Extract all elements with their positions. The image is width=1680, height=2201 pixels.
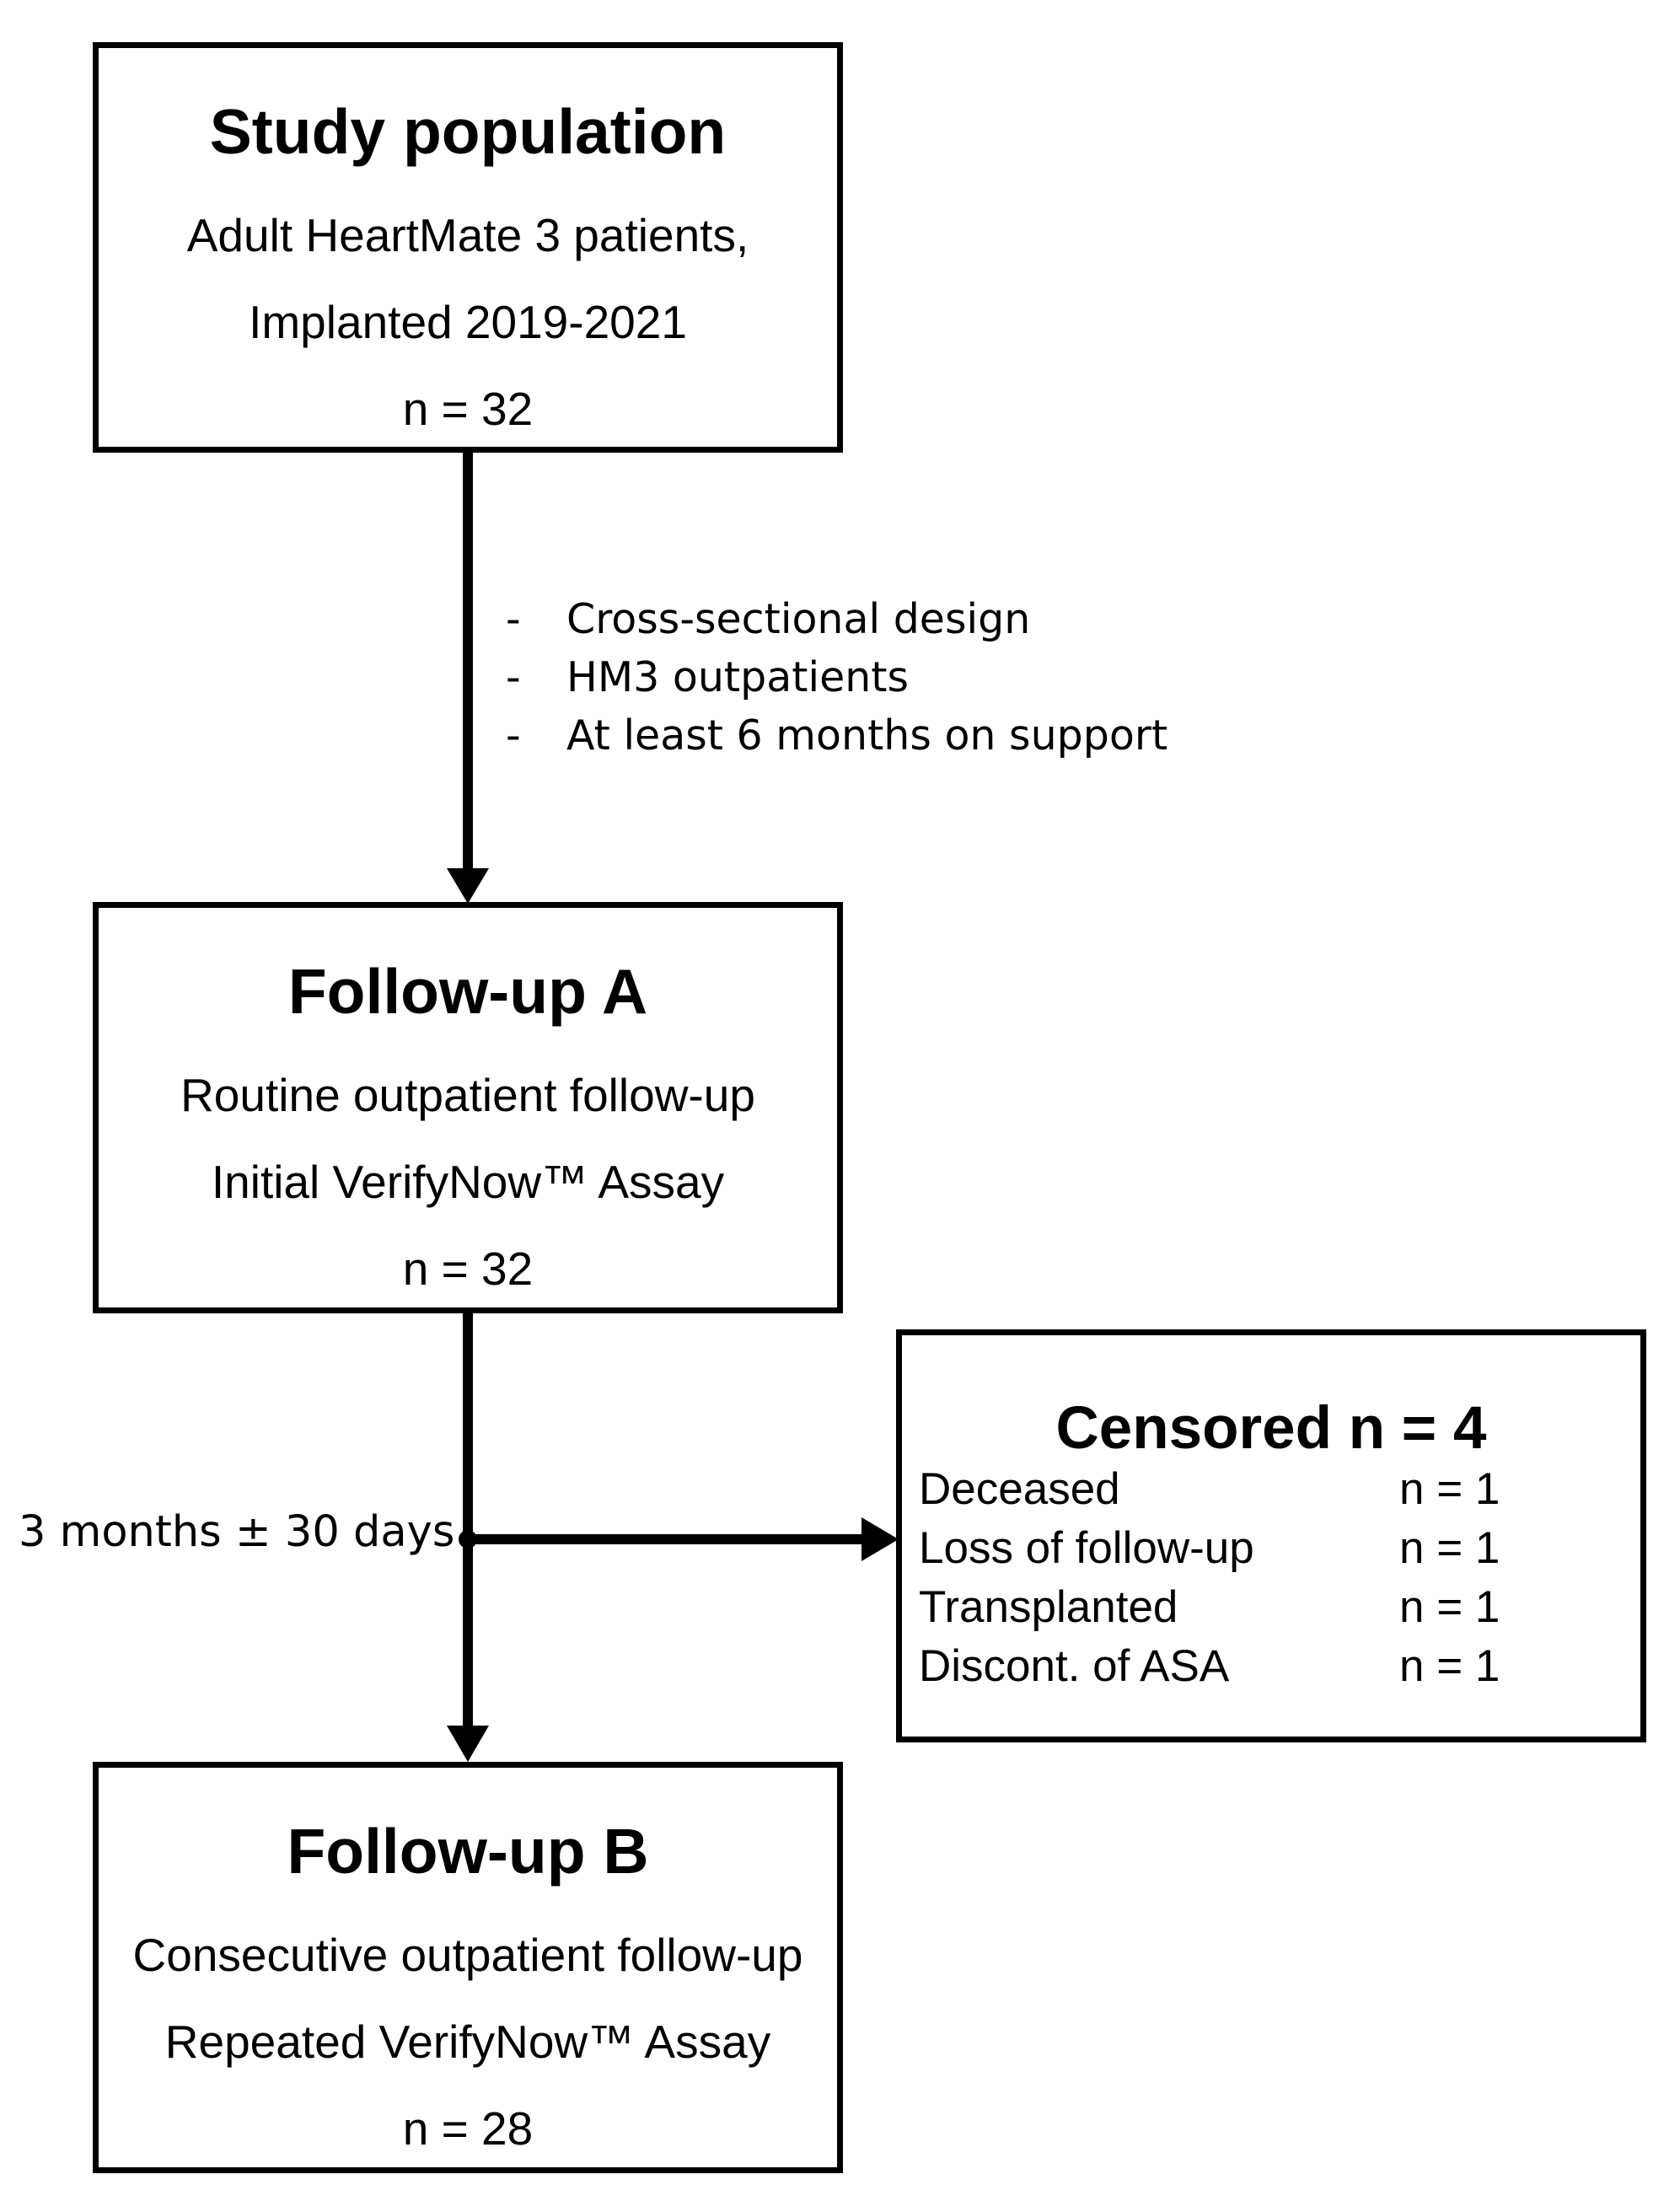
criteria-list: -Cross-sectional design -HM3 outpatients… <box>506 590 1167 765</box>
follow-up-a-n: n = 32 <box>402 1243 534 1295</box>
follow-up-b-line2: Repeated VerifyNow™ Assay <box>164 2016 771 2068</box>
follow-up-b-box: Follow-up B Consecutive outpatient follo… <box>93 1762 843 2173</box>
criteria-item: -Cross-sectional design <box>506 595 1031 643</box>
censored-count: n = 1 <box>1399 1464 1500 1514</box>
criteria-item: -At least 6 months on support <box>506 711 1168 760</box>
interval-label: 3 months ± 30 days <box>19 1507 455 1557</box>
arrowhead-follow-a <box>447 868 489 904</box>
censored-reason: Deceased <box>919 1464 1120 1514</box>
censored-reason: Loss of follow-up <box>919 1523 1254 1573</box>
follow-up-b-line1: Consecutive outpatient follow-up <box>132 1929 803 1981</box>
study-population-n: n = 32 <box>402 383 534 435</box>
follow-up-b-n: n = 28 <box>402 2102 534 2155</box>
arrowhead-censored <box>861 1517 899 1561</box>
study-population-line1: Adult HeartMate 3 patients, <box>186 209 749 261</box>
arrowhead-follow-b <box>447 1726 489 1762</box>
study-population-title: Study population <box>209 96 727 167</box>
criteria-item: -HM3 outpatients <box>506 653 910 701</box>
censored-count: n = 1 <box>1399 1582 1500 1632</box>
censored-box: Censored n = 4 Deceased n = 1 Loss of fo… <box>896 1329 1646 1742</box>
follow-up-a-box: Follow-up A Routine outpatient follow-up… <box>93 902 843 1313</box>
censored-count: n = 1 <box>1399 1523 1500 1573</box>
follow-up-a-line2: Initial VerifyNow™ Assay <box>211 1156 725 1208</box>
censored-count: n = 1 <box>1399 1641 1500 1691</box>
censored-reason: Discont. of ASA <box>919 1641 1230 1691</box>
study-population-line2: Implanted 2019-2021 <box>249 296 687 348</box>
follow-up-a-title: Follow-up A <box>287 956 648 1027</box>
follow-up-a-line1: Routine outpatient follow-up <box>180 1069 755 1121</box>
censored-reason: Transplanted <box>919 1582 1178 1632</box>
study-population-box: Study population Adult HeartMate 3 patie… <box>93 42 843 453</box>
follow-up-b-title: Follow-up B <box>287 1816 649 1887</box>
censored-title: Censored n = 4 <box>1055 1395 1487 1462</box>
